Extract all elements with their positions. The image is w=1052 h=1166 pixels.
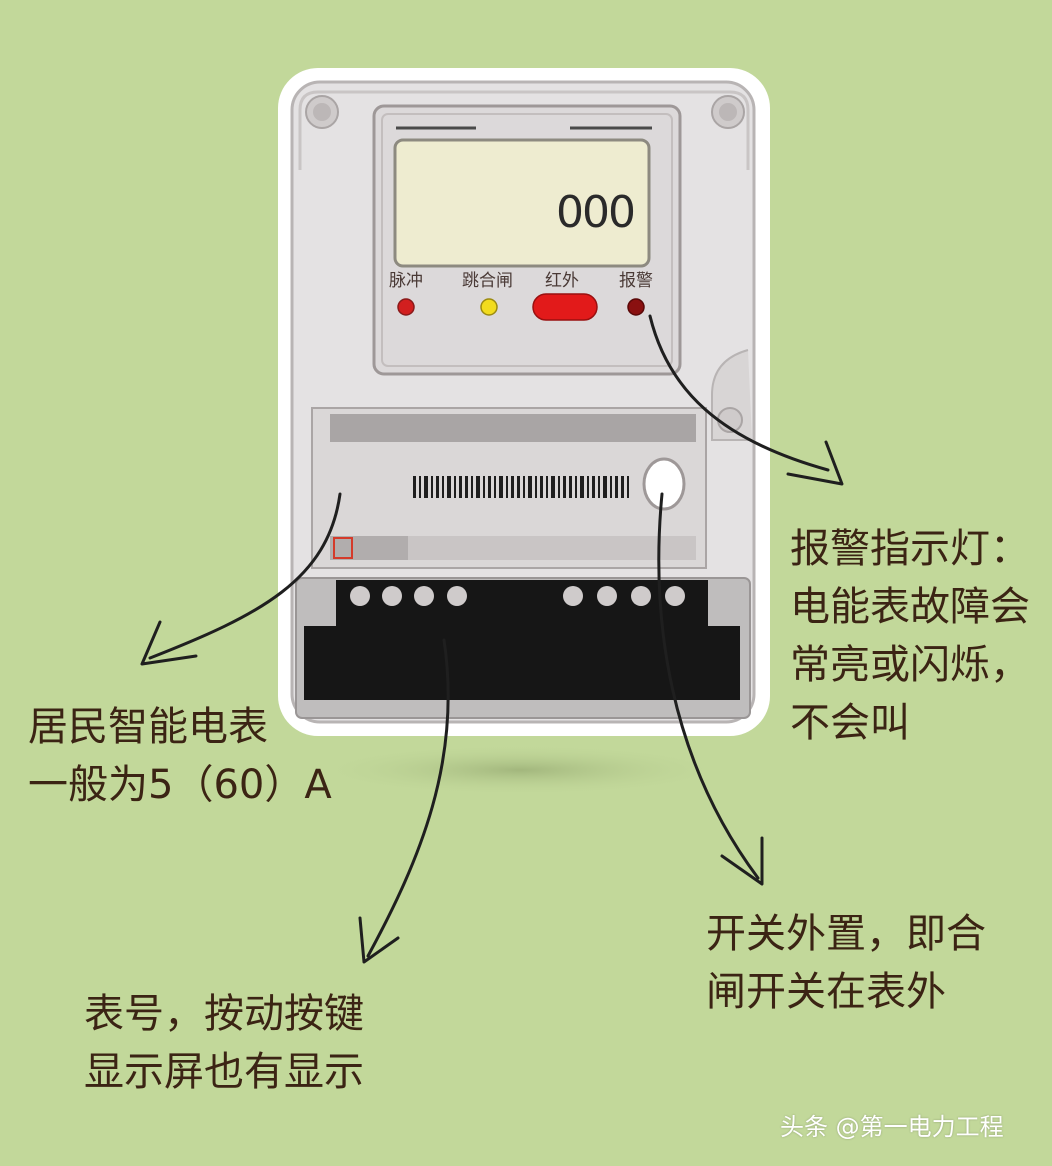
indicator-label-switch: 跳合闸 — [462, 271, 513, 291]
pulse-led-icon — [397, 298, 415, 316]
callout-meter-model: 居民智能电表 一般为5（60）A — [28, 698, 332, 814]
watermark: 头条 @第一电力工程 — [780, 1113, 1004, 1141]
screw-icon — [711, 95, 745, 129]
callout-line: 闸开关在表外 — [706, 969, 946, 1015]
callout-alarm-light: 报警指示灯： 电能表故障会 常亮或闪烁， 不会叫 — [790, 520, 1030, 752]
terminal-cover — [304, 580, 740, 700]
callout-line: 常亮或闪烁， — [790, 642, 1030, 688]
terminal-screws — [350, 586, 685, 606]
callout-line: 不会叫 — [790, 700, 910, 746]
indicator-label-pulse: 脉冲 — [389, 271, 423, 291]
arrow-meter-number — [358, 638, 450, 964]
arrow-alarm — [648, 314, 844, 486]
alarm-led-icon — [627, 298, 645, 316]
indicator-label-alarm: 报警 — [619, 271, 653, 291]
callout-line: 显示屏也有显示 — [84, 1049, 364, 1095]
arrow-meter-model — [140, 492, 342, 666]
meter-top-bevel — [298, 90, 750, 170]
infrared-window-icon — [532, 293, 598, 321]
meter-shadow — [310, 744, 730, 796]
screw-icon — [305, 95, 339, 129]
arrow-switch — [657, 492, 764, 886]
switch-led-icon — [480, 298, 498, 316]
barcode — [413, 476, 629, 498]
callout-line: 开关外置，即合 — [706, 911, 986, 957]
callout-line: 表号，按动按键 — [84, 991, 364, 1037]
callout-line: 报警指示灯： — [790, 526, 1030, 572]
callout-meter-number: 表号，按动按键 显示屏也有显示 — [84, 985, 364, 1101]
callout-line: 电能表故障会 — [790, 584, 1030, 630]
callout-line: 一般为5（60）A — [28, 762, 332, 808]
lcd-screen — [393, 138, 651, 268]
callout-switch-external: 开关外置，即合 闸开关在表外 — [706, 905, 986, 1021]
callout-line: 居民智能电表 — [28, 704, 268, 750]
display-button — [642, 457, 686, 511]
lcd-reading: 000 — [556, 187, 636, 238]
indicator-label-infrared: 红外 — [545, 271, 579, 291]
